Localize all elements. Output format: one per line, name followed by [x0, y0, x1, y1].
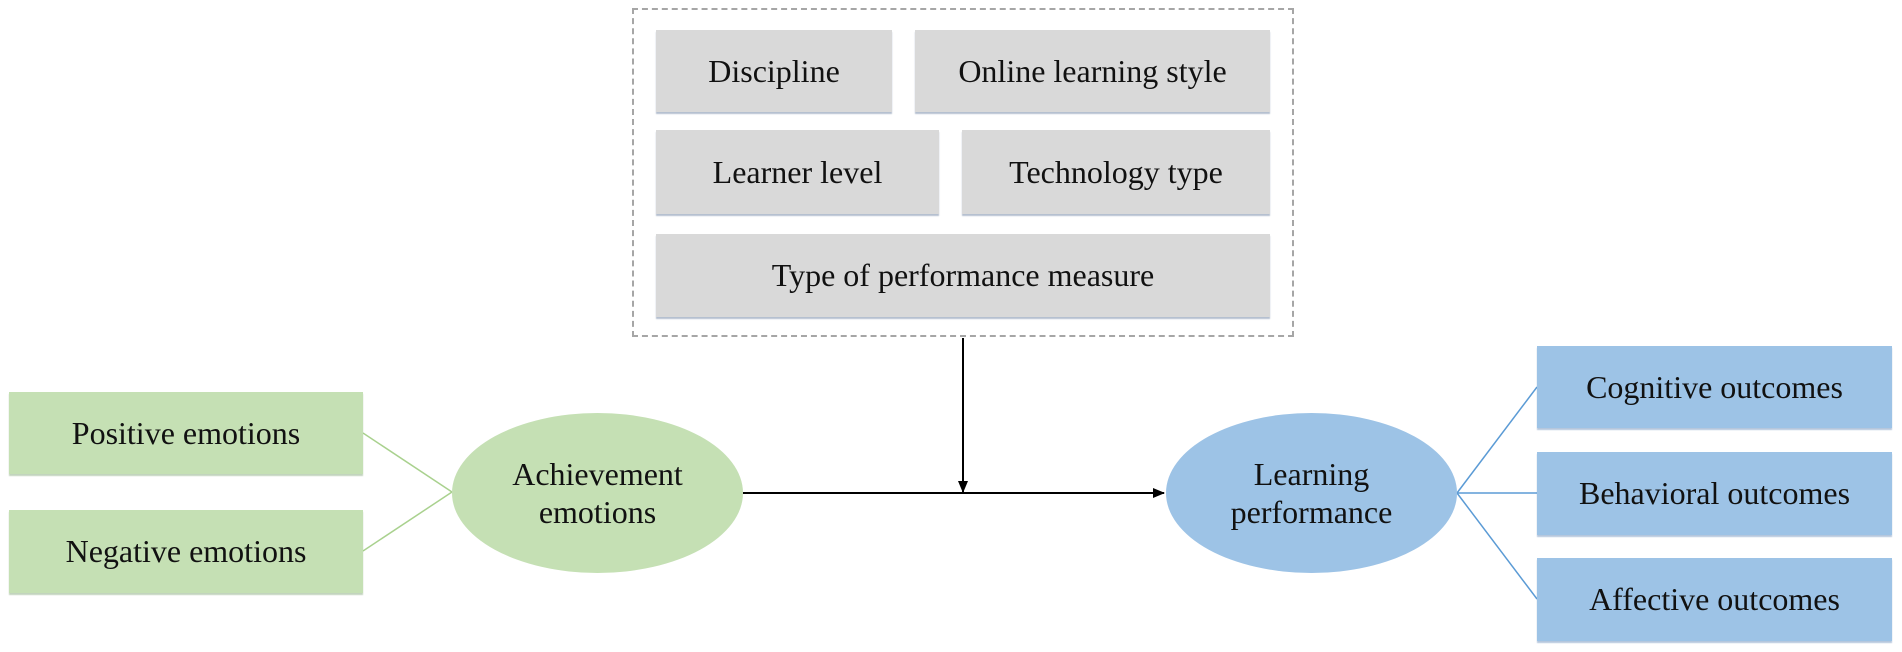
- behavioral-outcomes-box: Behavioral outcomes: [1537, 452, 1892, 535]
- affective-outcomes-box: Affective outcomes: [1537, 558, 1892, 641]
- connector-negative-to-achievement: [362, 491, 453, 552]
- moderator-discipline: Discipline: [656, 30, 892, 112]
- moderator-group: [632, 8, 1294, 337]
- achievement-emotions-node: Achievement emotions: [452, 413, 743, 573]
- moderator-performance-measure: Type of performance measure: [656, 234, 1270, 317]
- connector-learning-to-cognitive: [1456, 386, 1538, 494]
- learning-performance-node: Learning performance: [1166, 413, 1457, 573]
- connector-learning-to-affective: [1456, 492, 1538, 600]
- moderator-learner-level: Learner level: [656, 130, 939, 214]
- connector-positive-to-achievement: [362, 432, 453, 493]
- negative-emotions-box: Negative emotions: [9, 510, 363, 593]
- positive-emotions-box: Positive emotions: [9, 392, 363, 474]
- moderator-technology-type: Technology type: [962, 130, 1270, 214]
- moderator-online-learning-style: Online learning style: [915, 30, 1270, 112]
- cognitive-outcomes-box: Cognitive outcomes: [1537, 346, 1892, 428]
